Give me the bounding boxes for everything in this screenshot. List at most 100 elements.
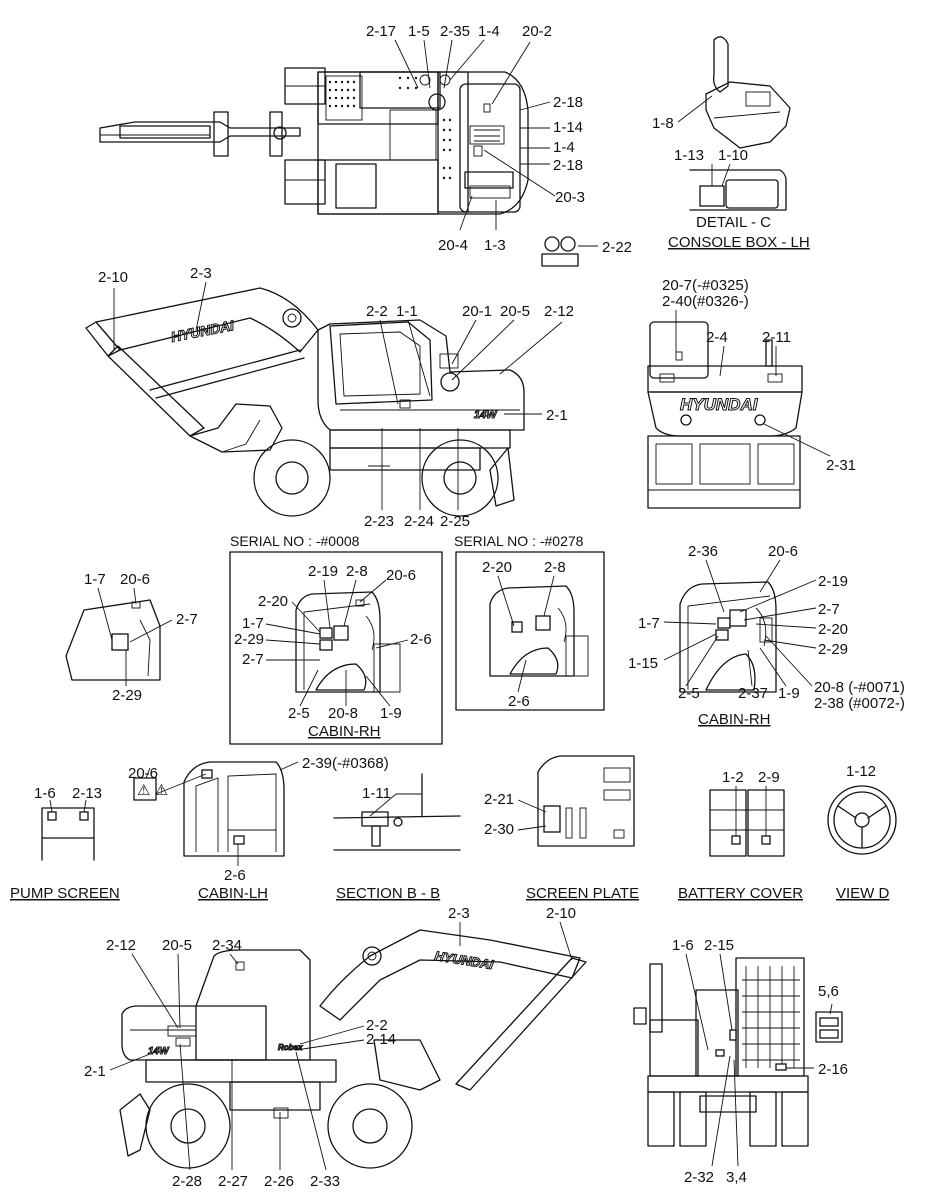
boom-brand-decal: HYUNDAI: [170, 317, 237, 345]
callout-label: 2-32: [684, 1169, 714, 1186]
callout-label: 20-3: [555, 189, 585, 206]
callout-label: 2-17: [366, 23, 396, 40]
serial-b-label: SERIAL NO : -#0278: [454, 533, 584, 549]
callout-label: 1-6: [34, 785, 56, 802]
callout-label: 2-39(-#0368): [302, 755, 389, 772]
cabin-rh-b-caption: CABIN-RH: [698, 711, 771, 728]
callout-label: 2-1: [546, 407, 568, 424]
callout-label: 20-6: [120, 571, 150, 588]
callout-label: 1-1: [396, 303, 418, 320]
console-box-caption: CONSOLE BOX - LH: [668, 234, 810, 251]
callout-label: 1-6: [672, 937, 694, 954]
cabin-lh-decal-text: ⚠ ⚠: [137, 782, 168, 799]
callout-label: 1-5: [408, 23, 430, 40]
callout-label: 20-8: [328, 705, 358, 722]
callout-label: 2-5: [288, 705, 310, 722]
cabin-lh-caption: CABIN-LH: [198, 885, 268, 902]
screen-plate-drawing: [537, 755, 635, 847]
cabin-lh-drawing: ⚠ ⚠: [133, 761, 285, 857]
right-side-view-drawing: HYUNDAI 14W Robex: [119, 929, 587, 1169]
callout-label: 20-2: [522, 23, 552, 40]
callout-label: 2-15: [704, 937, 734, 954]
callout-label: 20-5: [162, 937, 192, 954]
cabin-rh-a-caption: CABIN-RH: [308, 723, 381, 740]
callout-label: 20-8 (-#0071): [814, 679, 905, 696]
callout-label: 1-2: [722, 769, 744, 786]
callout-label: 1-12: [846, 763, 876, 780]
callout-label: 2-33: [310, 1173, 340, 1190]
callout-label: 1-9: [778, 685, 800, 702]
serial-a-cabin-drawing: [295, 591, 401, 693]
callout-label: 2-24: [404, 513, 434, 530]
callout-label: 20-6: [768, 543, 798, 560]
serial-b-cabin-drawing: [489, 585, 589, 677]
screen-plate-caption: SCREEN PLATE: [526, 885, 639, 902]
callout-label: 1-10: [718, 147, 748, 164]
callout-label: 1-11: [362, 785, 391, 802]
side-model-decal: 14W: [474, 409, 498, 421]
view-d-drawing: [827, 785, 897, 855]
callout-label: 2-35: [440, 23, 470, 40]
callout-label: 20-6: [386, 567, 416, 584]
callout-label: 2-25: [440, 513, 470, 530]
callout-label: 2-23: [364, 513, 394, 530]
callout-label: 2-29: [234, 631, 264, 648]
callout-label: 2-26: [264, 1173, 294, 1190]
callout-label: 1-3: [484, 237, 506, 254]
callout-label: 1-7: [84, 571, 106, 588]
serial-b-frame: [455, 551, 605, 711]
callout-label: 2-7: [818, 601, 840, 618]
callout-label: 1-4: [478, 23, 500, 40]
battery-cover-caption: BATTERY COVER: [678, 885, 803, 902]
callout-label: 2-27: [218, 1173, 248, 1190]
callout-label: 2-3: [190, 265, 212, 282]
callout-label: 20-1: [462, 303, 492, 320]
callout-label: 2-8: [544, 559, 566, 576]
callout-label: 1-15: [628, 655, 658, 672]
callout-label: 2-20: [258, 593, 288, 610]
callout-label: 2-29: [112, 687, 142, 704]
callout-label: 2-12: [544, 303, 574, 320]
front-view-drawing: [633, 957, 843, 1147]
callout-label: 2-20: [818, 621, 848, 638]
callout-label: 2-36: [688, 543, 718, 560]
detail-c-caption: DETAIL - C: [696, 214, 771, 231]
callout-label: 2-3: [448, 905, 470, 922]
callout-label: 2-22: [602, 239, 632, 256]
callout-label: 2-1: [84, 1063, 106, 1080]
callout-label: 2-6: [508, 693, 530, 710]
callout-label: 2-5: [678, 685, 700, 702]
callout-label: 5,6: [818, 983, 839, 1000]
battery-cover-drawing: [709, 789, 785, 857]
callout-label: 20-7(-#0325): [662, 277, 749, 294]
serial-a-label: SERIAL NO : -#0008: [230, 533, 360, 549]
callout-label: 2-6: [410, 631, 432, 648]
section-bb-drawing: [333, 773, 461, 851]
section-bb-caption: SECTION B - B: [336, 885, 440, 902]
callout-label: 2-14: [366, 1031, 396, 1048]
callout-label: 2-6: [224, 867, 246, 884]
callout-label: 2-8: [346, 563, 368, 580]
callout-label: 20-6: [128, 765, 158, 782]
callout-label: 20-4: [438, 237, 468, 254]
callout-label: 20-5: [500, 303, 530, 320]
right-model-decal: 14W: [148, 1046, 170, 1057]
callout-label: 2-20: [482, 559, 512, 576]
callout-label: 2-38 (#0072-): [814, 695, 905, 712]
callout-label: 1-9: [380, 705, 402, 722]
callout-label: 2-2: [366, 1017, 388, 1034]
pump-screen-caption: PUMP SCREEN: [10, 885, 120, 902]
emblem-decal: Robex: [278, 1043, 303, 1052]
callout-label: 2-18: [553, 94, 583, 111]
callout-label: 2-34: [212, 937, 242, 954]
callout-label: 2-4: [706, 329, 728, 346]
callout-labels: 2-17 1-5 2-35 1-4 20-2 2-18 1-14 1-4 2-1…: [10, 23, 905, 1190]
callout-label: 2-7: [176, 611, 198, 628]
callout-label: 2-30: [484, 821, 514, 838]
leader-lines: [49, 39, 833, 1171]
console-box-drawing: [689, 36, 791, 211]
left-side-view-drawing: HYUNDAI 14W: [85, 287, 525, 517]
callout-label: 2-10: [546, 905, 576, 922]
callout-label: 3,4: [726, 1169, 747, 1186]
callout-label: 2-10: [98, 269, 128, 286]
